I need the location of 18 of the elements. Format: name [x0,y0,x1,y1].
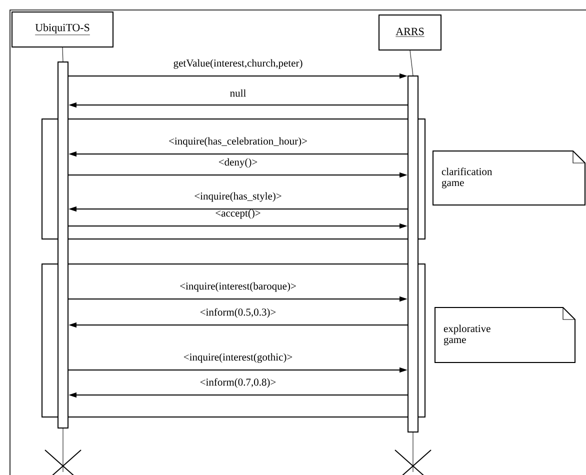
lifeline [62,47,64,62]
edge-label: getValue(interest,church,peter) [174,59,302,69]
edge-label: <inquire(has_style)> [194,192,282,202]
edge-label: <deny()> [218,158,258,168]
edge-label: <inform(0.7,0.8)> [200,378,276,388]
edge-label: <inform(0.5,0.3)> [200,308,276,318]
lifeline-head: UbiquiTO-S [12,12,114,48]
note: clarification game [432,150,586,206]
edge-label: <accept()> [216,209,260,219]
lifeline-head: ARRS [378,14,442,50]
note: explorative game [434,307,576,363]
edge-label: null [230,89,246,97]
activation-bar [408,76,418,432]
edge-label: <inquire(has_celebration_hour)> [169,137,307,147]
edge-label: <inquire(interest(gothic)> [184,353,292,363]
lifeline [410,50,414,76]
activation-bar [58,62,68,428]
edge-label: <inquire(interest(baroque)> [180,282,296,292]
